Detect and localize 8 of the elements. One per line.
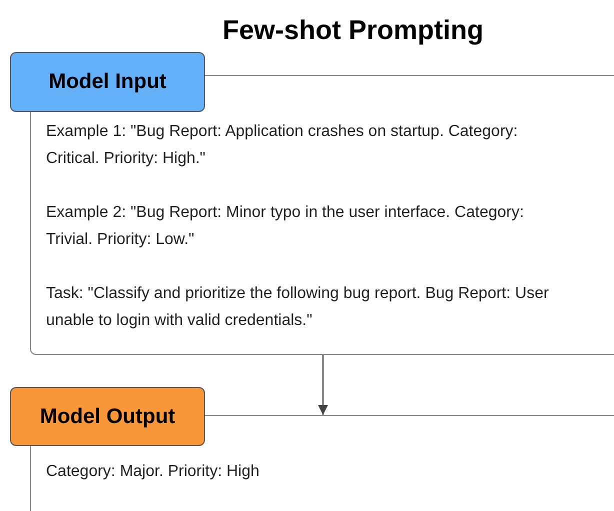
title: Few-shot Prompting bbox=[222, 14, 484, 47]
header-tab: Model Output bbox=[10, 387, 205, 446]
header-tab: Model Input bbox=[10, 52, 205, 112]
prompt-text: Category: Major. Priority: High bbox=[46, 462, 260, 482]
arrow bbox=[318, 355, 328, 415]
prompt-text: Task: "Classify and prioritize the following bug report. Bug Report: User unable to login with valid credentials." bbox=[46, 284, 550, 331]
prompt-text: Example 1: "Bug Report: Application crashes on startup. Category: Critical. Priority: High." bbox=[46, 122, 519, 169]
prompt-text: Example 2: "Bug Report: Minor typo in the user interface. Category: Trivial. Priority: Low." bbox=[46, 203, 525, 250]
